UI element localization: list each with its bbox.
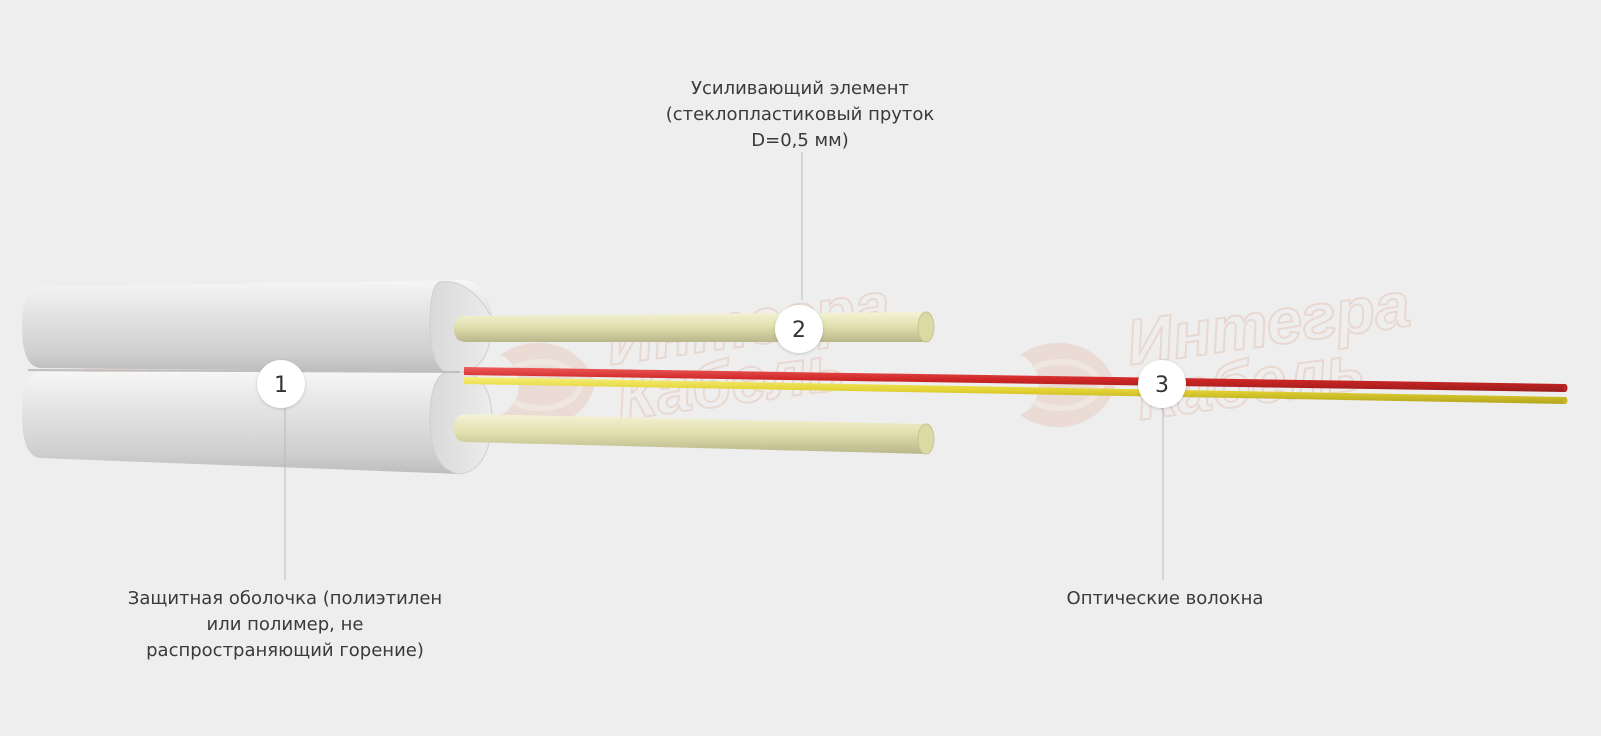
caption-line: Оптические волокна	[1066, 588, 1264, 609]
callout-badge-2: 2	[775, 305, 823, 353]
watermark-logo: Интегра Кабель	[500, 267, 895, 435]
caption-line: Усиливающий элемент	[691, 78, 909, 99]
caption-line: (стеклопластиковый пруток	[665, 104, 935, 125]
badge-number: 3	[1155, 373, 1169, 398]
caption-line: D=0,5 мм)	[751, 130, 849, 151]
caption-line: Защитная оболочка (полиэтилен	[127, 588, 443, 609]
optical-fiber-yellow	[464, 377, 1568, 404]
strength-rod-top	[454, 311, 935, 343]
caption-optical-fibers: Оптические волокна	[1000, 586, 1330, 612]
optical-fiber-red	[464, 367, 1568, 392]
strength-rod-bottom	[454, 414, 935, 455]
caption-line: или полимер, не	[206, 614, 364, 635]
caption-strength-member: Усиливающий элемент (стеклопластиковый п…	[640, 76, 960, 154]
callout-badge-1: 1	[257, 360, 305, 408]
badge-number: 2	[792, 318, 806, 343]
callout-badge-3: 3	[1138, 360, 1186, 408]
badge-number: 1	[274, 373, 288, 398]
caption-protective-sheath: Защитная оболочка (полиэтилен или полиме…	[100, 586, 470, 664]
protective-sheath	[22, 280, 493, 475]
watermark-logo: Интегра Кабель	[1020, 267, 1415, 435]
caption-line: распространяющий горение)	[146, 640, 424, 661]
